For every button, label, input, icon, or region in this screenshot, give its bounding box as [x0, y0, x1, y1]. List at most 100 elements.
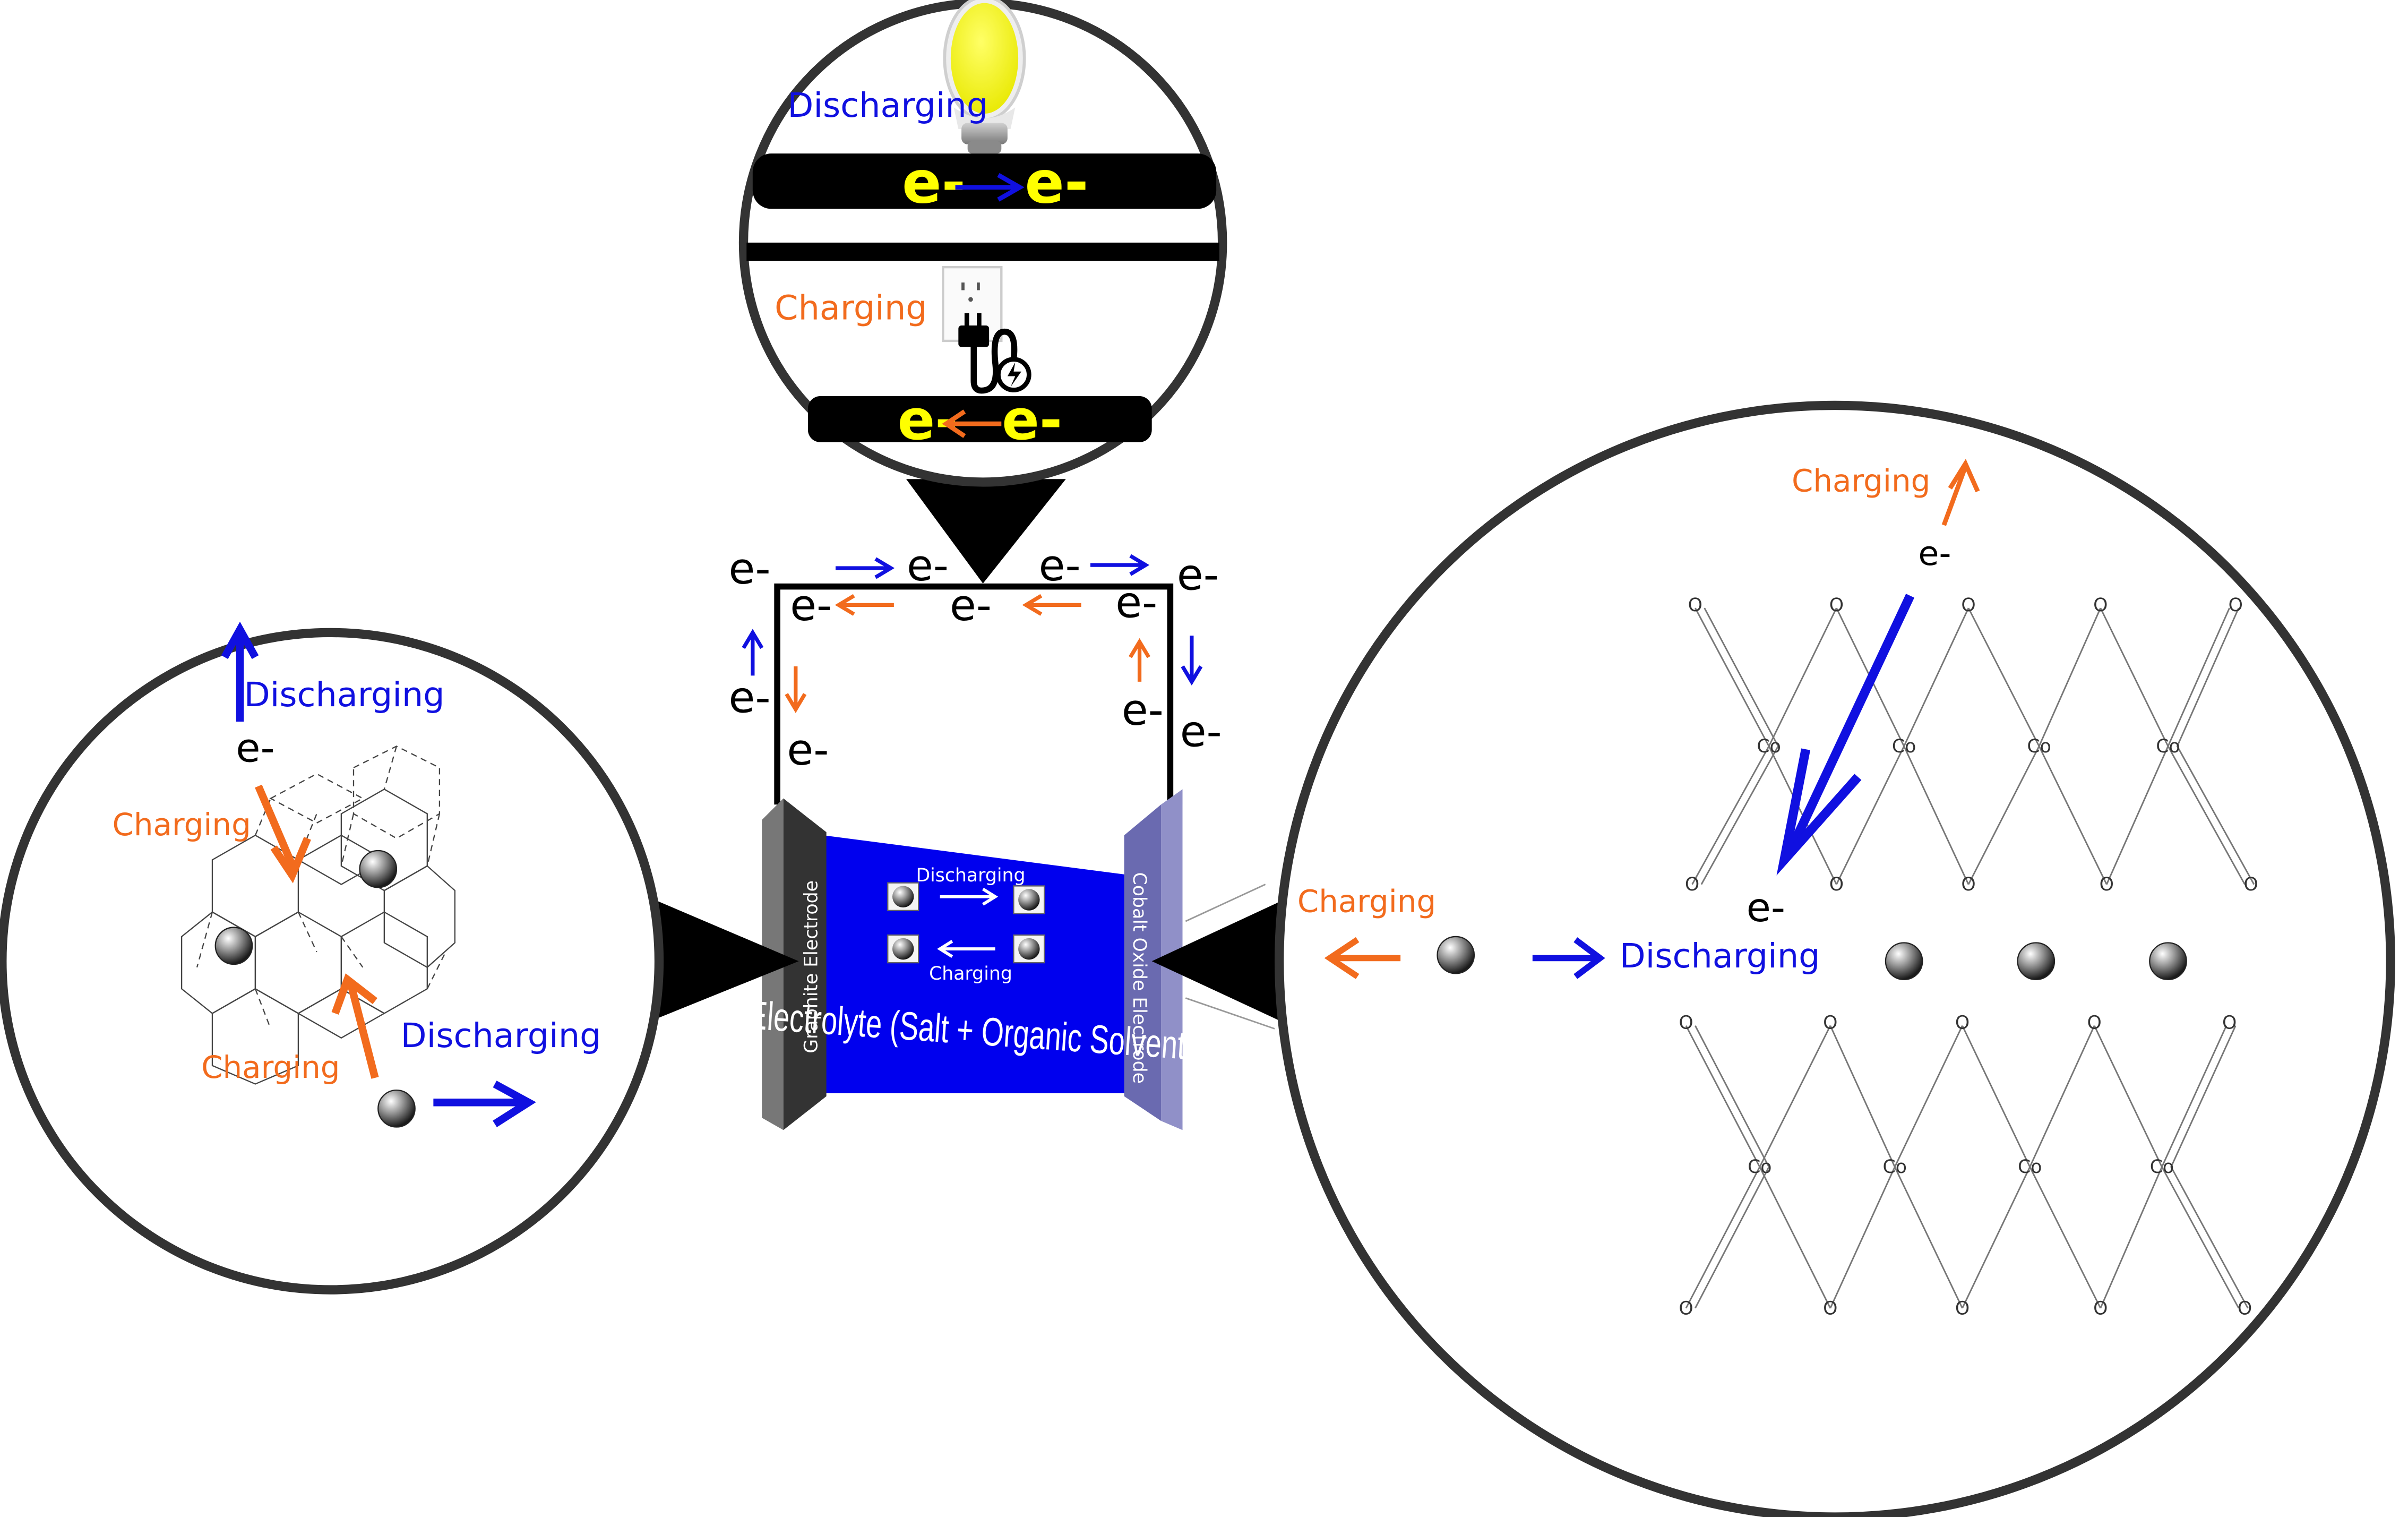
left-charging-label-top: Charging — [112, 807, 251, 843]
electron-label: e- — [1177, 550, 1219, 600]
lithium-ion-icon — [1012, 934, 1045, 964]
right-zoom-callout: O O O O O Co Co Co Co O O O O O — [1151, 401, 2395, 1517]
electrolyte-discharging-label: Discharging — [916, 865, 1025, 886]
electron-label: e- — [1039, 541, 1081, 591]
cobalt-oxide-atoms-lower: O O O O O Co Co Co Co O O O O O — [1679, 1012, 2252, 1319]
cobalt-oxide-layer-lower — [1685, 1025, 2249, 1309]
cobalt-atom: Co — [1757, 736, 1781, 757]
lithium-ion-icon — [214, 927, 253, 965]
cobalt-oxide-layer-upper — [1691, 607, 2255, 885]
external-circuit: e- e- e- e- e- e- e- e- e- e- e- — [729, 541, 1222, 805]
charge-arrow — [785, 594, 1150, 713]
left-zoom-callout: Discharging e- Charging Charging Dischar… — [0, 621, 799, 1295]
oxygen-atom: O — [2087, 1012, 2102, 1033]
oxygen-atom: O — [1679, 1298, 1693, 1319]
oxygen-atom: O — [1823, 1298, 1837, 1319]
lithium-ion-icon — [887, 882, 919, 912]
oxygen-atom: O — [2093, 595, 2108, 616]
oxygen-atom: O — [1961, 874, 1975, 895]
cobalt-atom: Co — [2150, 1156, 2174, 1178]
left-discharge-up-arrow — [221, 621, 259, 722]
top-callout-pointer — [906, 479, 1066, 584]
cobalt-atom: Co — [1883, 1156, 1907, 1178]
cobalt-oxide-electrode-label: Cobalt Oxide Electrode — [1129, 872, 1150, 1083]
oxygen-atom: O — [1955, 1012, 1970, 1033]
oxygen-atom: O — [2229, 595, 2243, 616]
right-discharge-diagonal-arrow — [1776, 594, 1915, 876]
left-zoom-circle — [0, 628, 664, 1295]
right-electron-label-top: e- — [1918, 534, 1951, 573]
charge-electron-flow: e- e- — [898, 388, 1062, 452]
right-charging-label-left: Charging — [1297, 884, 1436, 920]
electron-label: e- — [950, 581, 992, 631]
discharge-electron-left: e- — [902, 149, 966, 217]
charge-wire-bar — [807, 396, 1152, 442]
electrolyte-discharge-arrow — [940, 887, 999, 906]
right-electron-label-bottom: e- — [1747, 884, 1785, 931]
charge-electron-right: e- — [1002, 388, 1062, 452]
cobalt-atom: Co — [1892, 736, 1916, 757]
lithium-ion-icon — [2149, 942, 2187, 981]
lithium-ion-icon — [359, 850, 398, 888]
circuit-wire — [774, 583, 1174, 805]
left-charging-label-bottom: Charging — [201, 1049, 340, 1085]
electrolyte-charge-arrow — [937, 940, 995, 958]
lithium-ion-icon — [1437, 936, 1475, 974]
light-bulb-icon — [943, 0, 1026, 154]
oxygen-atom: O — [1679, 1012, 1693, 1033]
cobalt-oxide-electrode — [1124, 804, 1162, 1121]
right-discharging-label: Discharging — [1620, 937, 1820, 976]
oxygen-atom: O — [1961, 595, 1975, 616]
cobalt-atom: Co — [2156, 736, 2180, 757]
left-charge-down-arrow — [255, 784, 311, 884]
oxygen-atom: O — [1688, 595, 1702, 616]
oxygen-atom: O — [2100, 874, 2114, 895]
electron-label: e- — [790, 581, 832, 631]
left-callout-pointer — [654, 899, 799, 1020]
power-plug-icon — [958, 313, 1031, 394]
oxygen-atom: O — [1955, 1298, 1970, 1319]
electron-label: e- — [907, 541, 949, 591]
electron-label: e- — [1115, 578, 1157, 628]
discharge-electron-flow: e- e- — [902, 149, 1088, 217]
cobalt-atom: Co — [2018, 1156, 2042, 1178]
discharge-wire-bar — [752, 153, 1217, 209]
cobalt-oxide-atoms-upper: O O O O O Co Co Co Co O O O O O — [1685, 595, 2258, 895]
lithium-ion-icon — [1885, 942, 1923, 981]
top-zoom-callout: Discharging e- e- Charging e- — [738, 0, 1227, 584]
electron-label: e- — [1180, 707, 1222, 757]
electron-label: e- — [729, 673, 771, 723]
left-discharging-label-bottom: Discharging — [401, 1016, 601, 1056]
oxygen-atom: O — [1823, 1012, 1837, 1033]
right-zoom-circle — [1275, 401, 2395, 1517]
discharge-electron-right: e- — [1025, 149, 1088, 217]
electron-label: e- — [1122, 685, 1164, 735]
top-discharging-label: Discharging — [787, 86, 988, 125]
lithium-ion-icon — [1012, 885, 1045, 915]
oxygen-atom: O — [2222, 1012, 2237, 1033]
electrolyte-charging-label: Charging — [929, 963, 1012, 984]
right-charging-label-top: Charging — [1792, 462, 1930, 499]
electron-label: e- — [787, 725, 829, 775]
left-charge-up-arrow — [331, 973, 379, 1079]
right-charge-left-arrow — [1324, 937, 1401, 979]
graphite-electrode-label: Graphite Electrode — [801, 880, 822, 1053]
oxygen-atom: O — [2238, 1298, 2252, 1319]
top-charging-label: Charging — [775, 288, 927, 328]
cobalt-atom: Co — [2027, 736, 2051, 757]
oxygen-atom: O — [1685, 874, 1699, 895]
cobalt-atom: Co — [1748, 1156, 1771, 1178]
left-discharging-label-top: Discharging — [244, 675, 445, 715]
right-charge-up-arrow — [1941, 459, 1980, 526]
oxygen-atom: O — [2243, 874, 2258, 895]
lithium-ion-icon — [2017, 942, 2056, 981]
battery-cell: Graphite Electrode Cobalt Oxide Electrod… — [746, 789, 1197, 1130]
oxygen-atom: O — [1829, 874, 1844, 895]
oxygen-atom: O — [1829, 595, 1844, 616]
oxygen-atom: O — [2093, 1298, 2108, 1319]
left-electron-label: e- — [236, 724, 274, 771]
discharge-arrow — [742, 554, 1203, 685]
left-discharge-right-arrow — [433, 1081, 536, 1127]
right-discharge-right-arrow — [1532, 937, 1605, 979]
